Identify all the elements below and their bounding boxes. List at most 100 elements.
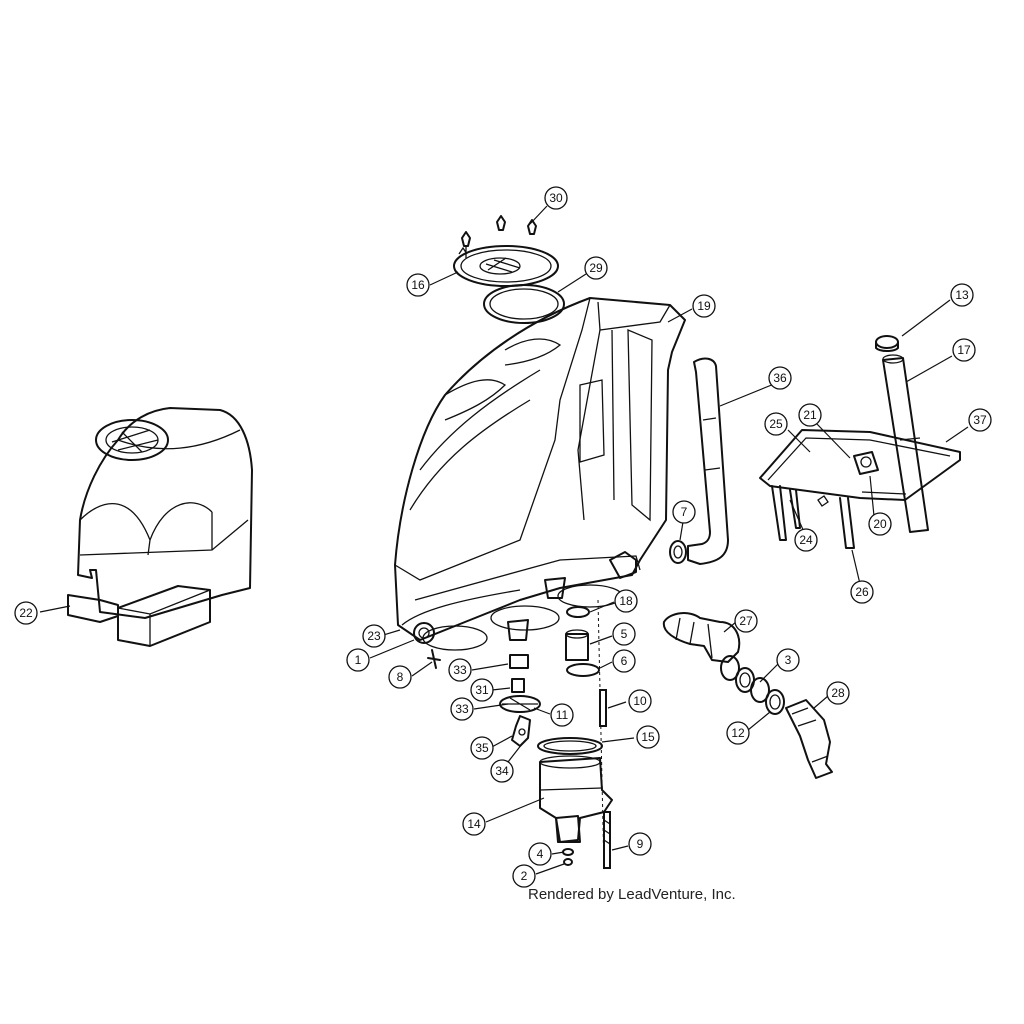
callout-9: 9 [628, 832, 652, 856]
part-3-12-rings [720, 655, 785, 715]
callout-29: 29 [584, 256, 608, 280]
leader-lines [39, 205, 969, 875]
callout-label: 8 [397, 670, 404, 684]
part-7-ring [669, 540, 687, 564]
callout-2: 2 [512, 864, 536, 888]
part-20-fitting [853, 451, 879, 475]
callout-19: 19 [692, 294, 716, 318]
part-22-tank [67, 407, 253, 647]
callout-label: 7 [681, 505, 688, 519]
callout-20: 20 [868, 512, 892, 536]
callout-label: 9 [637, 837, 644, 851]
part-9-bolt [603, 811, 611, 869]
part-33-bushing [509, 654, 529, 693]
callout-label: 21 [803, 408, 817, 422]
part-16-lid [453, 245, 559, 287]
part-4-2-bits [562, 848, 574, 866]
part-27-elbow [662, 612, 741, 663]
callout-12: 12 [726, 721, 750, 745]
callout-label: 34 [495, 764, 509, 778]
callout-label: 13 [955, 288, 969, 302]
callout-label: 3 [785, 653, 792, 667]
callout-label: 6 [621, 654, 628, 668]
part-34-35-fitting [511, 715, 531, 747]
callout-label: 24 [799, 533, 813, 547]
part-30-screws [458, 215, 537, 258]
callout-6: 6 [612, 649, 636, 673]
callout-label: 23 [367, 629, 381, 643]
callout-label: 26 [855, 585, 869, 599]
callout-17: 17 [952, 338, 976, 362]
callout-label: 20 [873, 517, 887, 531]
callout-label: 1 [355, 653, 362, 667]
callout-label: 30 [549, 191, 563, 205]
callout-label: 27 [739, 614, 753, 628]
part-8-screw [427, 649, 441, 669]
callout-3: 3 [776, 648, 800, 672]
callout-16: 16 [406, 273, 430, 297]
callout-label: 28 [831, 686, 845, 700]
part-19-main-housing [394, 297, 686, 651]
callout-label: 2 [521, 869, 528, 883]
part-25-frame [759, 429, 961, 549]
callout-26: 26 [850, 580, 874, 604]
callout-33-lower: 33 [450, 697, 474, 721]
callout-22: 22 [14, 601, 38, 625]
callout-label: 11 [556, 708, 569, 722]
callout-4: 4 [528, 842, 552, 866]
callout-label: 33 [455, 702, 469, 716]
callout-37: 37 [968, 408, 992, 432]
callout-label: 17 [957, 343, 971, 357]
callout-label: 33 [453, 663, 467, 677]
callout-label: 10 [633, 694, 647, 708]
callout-11: 11 [550, 703, 574, 727]
callout-label: 25 [769, 417, 783, 431]
callout-5: 5 [612, 622, 636, 646]
callout-label: 18 [619, 594, 633, 608]
callout-13: 13 [950, 283, 974, 307]
callout-label: 12 [731, 726, 745, 740]
part-29-gasket [483, 284, 565, 324]
callout-1: 1 [346, 648, 370, 672]
callout-label: 14 [467, 817, 481, 831]
callout-35: 35 [470, 736, 494, 760]
part-14-filter [539, 755, 613, 843]
callout-30: 30 [544, 186, 568, 210]
callout-21: 21 [798, 403, 822, 427]
callout-28: 28 [826, 681, 850, 705]
callout-label: 5 [621, 627, 628, 641]
callout-label: 37 [973, 413, 987, 427]
callout-27: 27 [734, 609, 758, 633]
callout-23: 23 [362, 624, 386, 648]
callout-8: 8 [388, 665, 412, 689]
callout-label: 22 [19, 606, 33, 620]
part-17-pipe [882, 354, 929, 533]
callout-label: 29 [589, 261, 603, 275]
callout-10: 10 [628, 689, 652, 713]
part-36-hose [687, 357, 729, 565]
callout-36: 36 [768, 366, 792, 390]
callout-25: 25 [764, 412, 788, 436]
callout-34: 34 [490, 759, 514, 783]
callout-18: 18 [614, 589, 638, 613]
part-11-valve [499, 695, 541, 713]
part-5-coupler [565, 629, 589, 661]
callout-label: 31 [475, 683, 489, 697]
callout-label: 19 [697, 299, 711, 313]
callout-7: 7 [672, 500, 696, 524]
part-10-pin [599, 689, 607, 727]
callout-label: 36 [773, 371, 787, 385]
part-13-cap [875, 335, 899, 352]
callout-14: 14 [462, 812, 486, 836]
callout-label: 4 [537, 847, 544, 861]
callout-33-upper: 33 [448, 658, 472, 682]
part-28-elbow [785, 699, 833, 779]
part-6-oring [566, 663, 600, 677]
callout-label: 15 [641, 730, 655, 744]
credit-text: Rendered by LeadVenture, Inc. [528, 886, 736, 903]
callout-label: 16 [411, 278, 425, 292]
callout-31: 31 [470, 678, 494, 702]
part-15-ring [537, 737, 603, 755]
callout-24: 24 [794, 528, 818, 552]
